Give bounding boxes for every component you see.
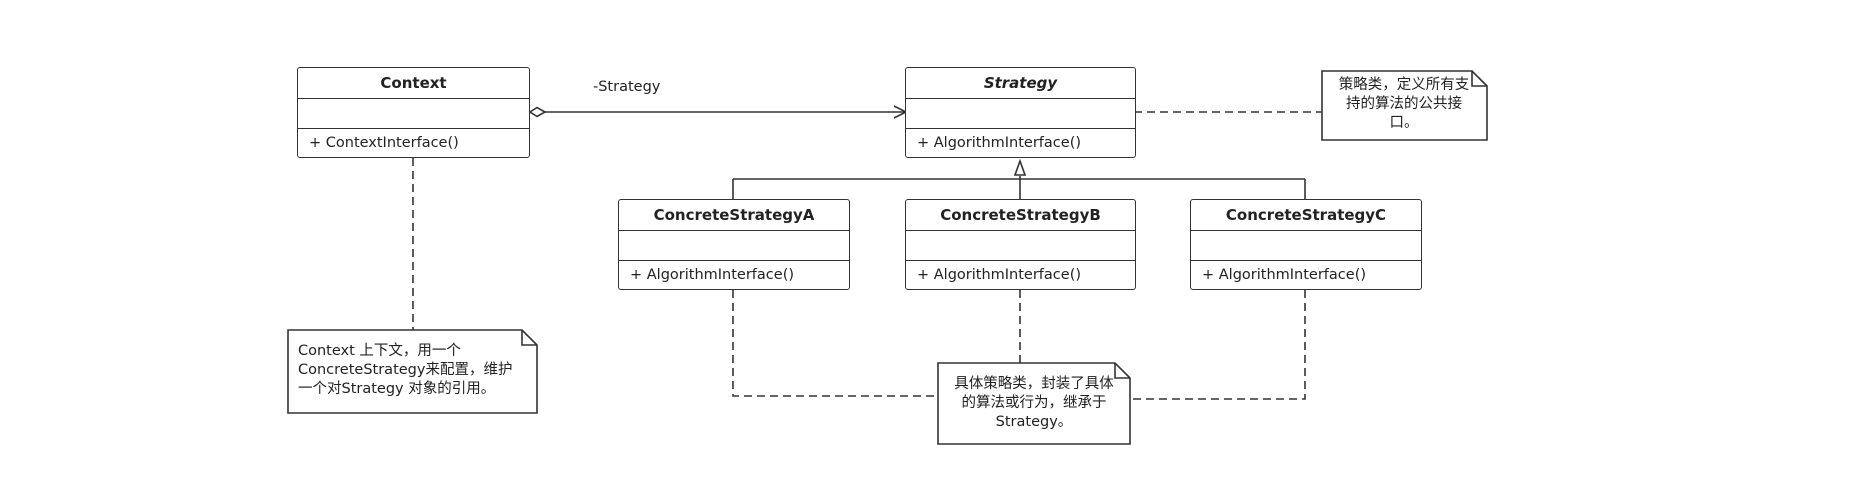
concrete-strategy-a-class[interactable]: ConcreteStrategyA + AlgorithmInterface()	[618, 199, 850, 290]
context-class-name: Context	[298, 68, 529, 99]
concrete-strategy-b-class[interactable]: ConcreteStrategyB + AlgorithmInterface()	[905, 199, 1136, 290]
association-role-label: -Strategy	[593, 79, 661, 95]
concrete-note-shape	[937, 362, 1131, 445]
context-class[interactable]: Context + ContextInterface()	[297, 67, 530, 158]
aggregation-diamond-icon	[528, 106, 547, 118]
generalization-lines[interactable]	[732, 158, 1306, 200]
concrete-strategy-b-operation: + AlgorithmInterface()	[917, 267, 1082, 283]
strategy-class[interactable]: Strategy + AlgorithmInterface()	[905, 67, 1136, 158]
concrete-strategy-a-operation: + AlgorithmInterface()	[630, 267, 795, 283]
aggregation-association[interactable]	[528, 106, 906, 118]
concrete-strategy-c-operation: + AlgorithmInterface()	[1202, 267, 1367, 283]
concrete-strategy-c-name: ConcreteStrategyC	[1191, 200, 1421, 231]
concrete-strategy-c-class[interactable]: ConcreteStrategyC + AlgorithmInterface()	[1190, 199, 1422, 290]
concrete-a-note-connector	[732, 290, 938, 397]
concrete-note-text: 具体策略类，封装了具体 的算法或行为，继承于 Strategy。	[954, 376, 1114, 430]
concrete-strategy-a-attributes-compartment	[619, 231, 849, 261]
concrete-strategy-a-name: ConcreteStrategyA	[619, 200, 849, 231]
context-attributes-compartment	[298, 99, 529, 129]
concrete-strategy-c-attributes-compartment	[1191, 231, 1421, 261]
context-note-shape	[287, 329, 538, 414]
strategy-class-name: Strategy	[906, 68, 1135, 99]
concrete-strategy-b-attributes-compartment	[906, 231, 1135, 261]
concrete-strategy-b-name: ConcreteStrategyB	[906, 200, 1135, 231]
strategy-attributes-compartment	[906, 99, 1135, 129]
strategy-note-text: 策略类，定义所有支 持的算法的公共接 口。	[1338, 77, 1470, 131]
context-operation: + ContextInterface()	[309, 135, 459, 151]
strategy-note-shape	[1321, 70, 1488, 141]
inheritance-triangle-icon	[1013, 158, 1027, 176]
strategy-operation: + AlgorithmInterface()	[917, 135, 1082, 151]
note-connectors	[412, 111, 1322, 400]
context-note-text: Context 上下文，用一个 ConcreteStrategy来配置，维护 一…	[298, 343, 513, 397]
concrete-c-note-connector	[1131, 290, 1306, 400]
